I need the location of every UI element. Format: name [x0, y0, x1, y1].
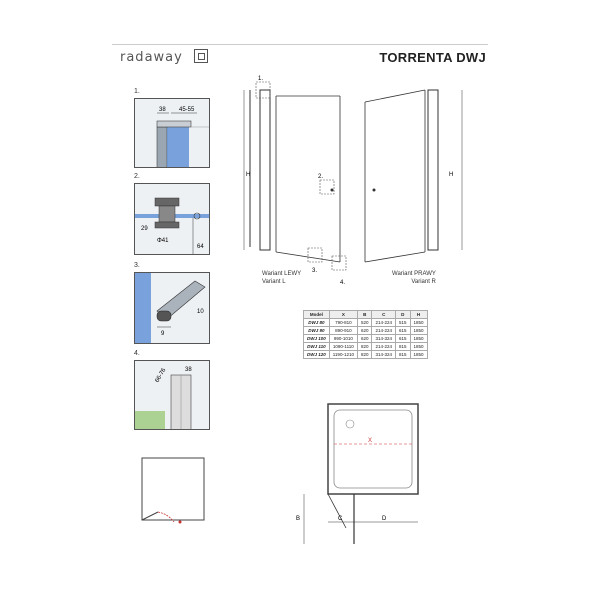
header-rule — [112, 44, 488, 45]
table-cell: 1090-1110 — [328, 342, 358, 351]
table-cell: 314-324 — [371, 334, 396, 343]
table-header: B — [356, 310, 373, 319]
height-label-right: H — [449, 172, 453, 178]
table-row: DWJ 110 1090-1110 820 214-224 815 1850 — [303, 342, 428, 351]
table-cell: 790-810 — [328, 318, 358, 327]
table-cell: 214-224 — [371, 318, 396, 327]
callout-3: 3. — [312, 268, 317, 274]
step-1-drawing: 38 45-55 — [135, 99, 209, 167]
step-2-number: 2. — [134, 173, 140, 180]
callout-1: 1. — [258, 76, 263, 82]
step-4-dim-b: 38 — [185, 367, 192, 373]
table-cell: 1850 — [409, 318, 428, 327]
plan-view-drawing: X B C D — [296, 403, 419, 544]
product-title: TORRENTA DWJ — [379, 50, 486, 65]
table-header: Model — [303, 310, 330, 319]
brand-logo-icon — [194, 49, 208, 63]
variant-left-pl: Wariant LEWY — [262, 271, 302, 277]
step-2-panel: 29 Φ41 64 — [134, 183, 210, 255]
model-dimension-table: Model X B C D H DWJ 80 790-810 520 214-2… — [303, 310, 428, 359]
step-2-dim-a: 29 — [141, 226, 148, 232]
table-cell: 815 — [395, 342, 411, 351]
table-cell: 214-224 — [371, 342, 396, 351]
table-cell: 615 — [395, 334, 411, 343]
table-cell: 1850 — [409, 342, 428, 351]
table-cell: 615 — [395, 326, 411, 335]
step-1-dim-b: 45-55 — [179, 107, 195, 113]
table-header: D — [395, 310, 411, 319]
step-3-panel: 9 10 — [134, 272, 210, 344]
step-1-panel: 38 45-55 — [134, 98, 210, 168]
table-cell: 1850 — [409, 326, 428, 335]
step-2-dim-c: 64 — [197, 244, 204, 250]
step-4-panel: 66-76 38 — [134, 360, 210, 430]
step-4-drawing: 66-76 38 — [135, 361, 209, 429]
plan-label-b: B — [296, 516, 300, 522]
table-cell: DWJ 120 — [303, 350, 330, 359]
table-cell: 1850 — [409, 334, 428, 343]
table-cell: 620 — [356, 334, 373, 343]
plan-label-c: C — [338, 516, 343, 522]
table-cell: 520 — [356, 318, 373, 327]
door-elevation-drawing: H H 1. 2. 3. 4. — [243, 76, 463, 286]
top-view-sketch — [141, 457, 205, 524]
brand-name: radaway — [120, 50, 183, 65]
step-1-number: 1. — [134, 88, 140, 95]
plan-label-x: X — [368, 438, 372, 444]
table-cell: 990-1010 — [328, 334, 358, 343]
table-cell: DWJ 80 — [303, 318, 330, 327]
table-row: DWJ 90 890-910 620 214-224 615 1850 — [303, 326, 428, 335]
table-cell: 1190-1210 — [328, 350, 358, 359]
table-header-row: Model X B C D H — [303, 310, 428, 319]
height-label-left: H — [246, 172, 250, 178]
step-4-number: 4. — [134, 350, 140, 357]
callout-4: 4. — [340, 280, 345, 286]
callout-2: 2. — [318, 174, 323, 180]
step-2-drawing: 29 Φ41 64 — [135, 184, 209, 254]
table-cell: 515 — [395, 318, 411, 327]
plan-label-d: D — [382, 516, 387, 522]
variant-right-pl: Wariant PRAWY — [392, 271, 436, 277]
table-row: DWJ 120 1190-1210 820 314-324 815 1850 — [303, 350, 428, 359]
variant-right-label: Wariant PRAWY Variant R — [392, 270, 436, 286]
step-2-dim-b: Φ41 — [157, 238, 169, 244]
step-3-drawing: 9 10 — [135, 273, 209, 343]
step-3-dim-b: 10 — [197, 309, 204, 315]
table-cell: DWJ 110 — [303, 342, 330, 351]
table-cell: 820 — [356, 342, 373, 351]
table-row: DWJ 100 990-1010 620 314-324 615 1850 — [303, 334, 428, 343]
step-3-number: 3. — [134, 262, 140, 269]
table-header: H — [409, 310, 428, 319]
table-cell: 820 — [356, 350, 373, 359]
table-cell: 620 — [356, 326, 373, 335]
variant-right-en: Variant R — [411, 279, 436, 285]
step-1-dim-a: 38 — [159, 107, 166, 113]
table-cell: 1850 — [409, 350, 428, 359]
variant-left-label: Wariant LEWY Variant L — [262, 270, 301, 286]
table-cell: 314-324 — [371, 350, 396, 359]
step-3-dim-a: 9 — [161, 331, 165, 337]
table-row: DWJ 80 790-810 520 214-224 515 1850 — [303, 318, 428, 327]
variant-left-en: Variant L — [262, 279, 286, 285]
table-cell: DWJ 90 — [303, 326, 330, 335]
table-cell: DWJ 100 — [303, 334, 330, 343]
table-header: X — [328, 310, 358, 319]
table-cell: 815 — [395, 350, 411, 359]
table-cell: 890-910 — [328, 326, 358, 335]
table-cell: 214-224 — [371, 326, 396, 335]
table-header: C — [371, 310, 396, 319]
